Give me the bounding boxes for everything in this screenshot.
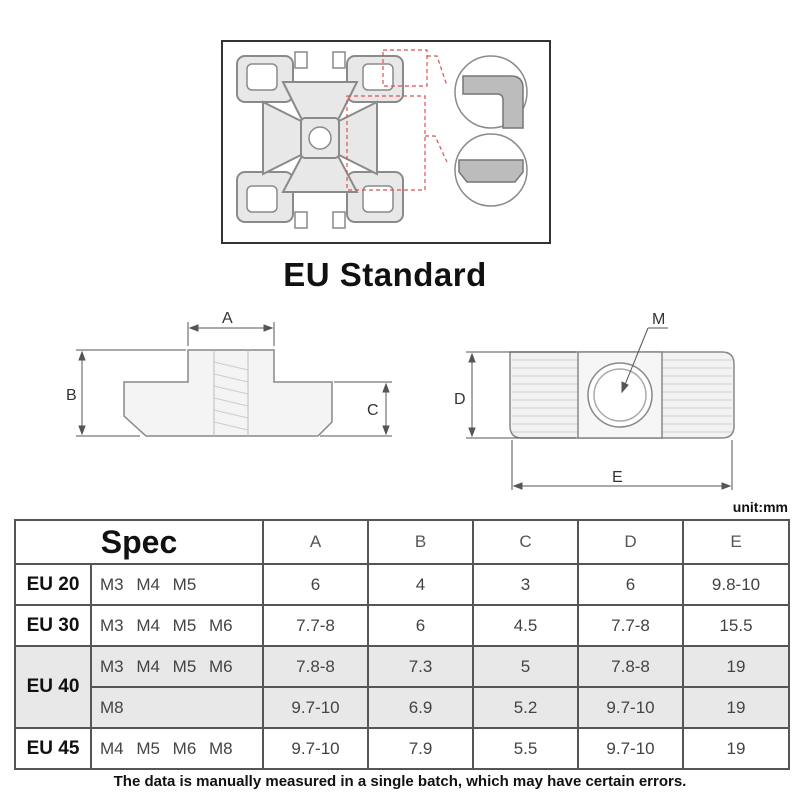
value-cell: 9.7-10 [577,727,685,770]
t-nut-side-view: A B C [66,310,392,437]
dim-e-label: E [612,469,623,486]
dim-a-label: A [222,310,233,327]
profile-cross-section [236,49,528,229]
value-cell: 5.2 [472,686,580,729]
col-header-c: C [472,519,580,565]
profile-slots [246,51,394,229]
value-cell: 9.7-10 [577,686,685,729]
threads-cell: M3 M4 M5 M6 [89,604,265,647]
value-cell: 7.8-8 [262,645,370,688]
value-cell: 4 [367,563,475,606]
value-cell: 7.3 [367,645,475,688]
spec-header: Spec [13,519,265,565]
zoom-detail-corner [454,55,528,129]
table-row: EU 20 M3 M4 M5 6 4 3 6 9.8-10 [14,563,791,606]
unit-label: unit:mm [732,499,788,515]
t-nut-drawing: A B C [66,310,735,490]
value-cell: 3 [472,563,580,606]
footnote: The data is manually measured in a singl… [113,773,687,790]
value-cell: 7.7-8 [577,604,685,647]
table-header-row: Spec A B C D E [13,519,791,565]
table-row: M8 9.7-10 6.9 5.2 9.7-10 19 [15,686,791,729]
value-cell: 4.5 [472,604,580,647]
value-cell: 9.7-10 [262,686,370,729]
table-row: EU 40 M3 M4 M5 M6 7.8-8 7.3 5 7.8-8 19 [14,645,791,729]
profile-diagram [221,40,551,244]
value-cell: 5 [472,645,580,688]
value-cell: 19 [682,727,791,770]
series-cell: EU 30 [14,604,92,647]
threads-cell: M3 M4 M5 [89,563,265,606]
col-header-a: A [262,519,370,565]
col-header-e: E [682,519,791,565]
table-row: EU 30 M3 M4 M5 M6 7.7-8 6 4.5 7.7-8 15.5 [14,604,791,647]
value-cell: 15.5 [682,604,791,647]
value-cell: 7.9 [367,727,475,770]
page-title: EU Standard [283,256,487,293]
series-cell: EU 45 [14,727,92,770]
dim-m-label: M [652,311,665,328]
dim-d-label: D [454,391,466,408]
threads-cell: M3 M4 M5 M6 [89,645,265,688]
table-row: EU 45 M4 M5 M6 M8 9.7-10 7.9 5.5 9.7-10 … [14,727,791,770]
value-cell: 6 [262,563,370,606]
value-cell: 19 [682,686,791,729]
dim-b-label: B [66,387,77,404]
highlight-boxes [346,49,448,191]
value-cell: 9.8-10 [682,563,791,606]
value-cell: 9.7-10 [262,727,370,770]
threads-cell: M4 M5 M6 M8 [89,727,265,770]
threads-cell: M8 [89,686,265,729]
col-header-d: D [577,519,685,565]
value-cell: 7.7-8 [262,604,370,647]
series-cell: EU 20 [14,563,92,606]
value-cell: 5.5 [472,727,580,770]
value-cell: 6.9 [367,686,475,729]
series-cell: EU 40 [14,645,92,729]
dim-c-label: C [367,402,379,419]
t-nut-top-view: M D E [454,311,735,490]
value-cell: 19 [682,645,791,688]
value-cell: 6 [367,604,475,647]
col-header-b: B [367,519,475,565]
zoom-detail-slot [454,133,528,207]
spec-table: Spec A B C D E EU 20 M3 M4 M5 6 4 3 6 9.… [13,519,791,770]
value-cell: 7.8-8 [577,645,685,688]
value-cell: 6 [577,563,685,606]
